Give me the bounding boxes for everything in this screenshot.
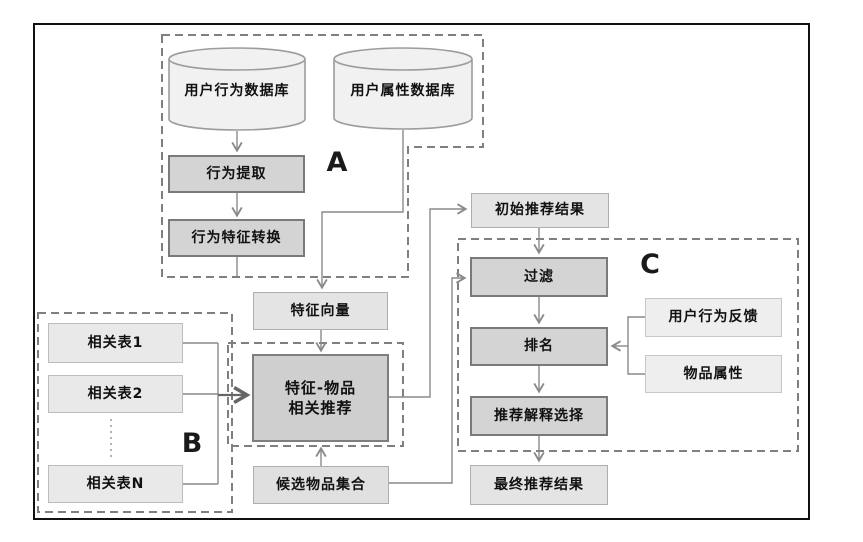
section-label-b: B	[181, 427, 203, 459]
section-a-dashed-outline	[161, 34, 484, 278]
node-related-table-2: 相关表2	[48, 375, 183, 413]
node-user-behavior-db: 用户行为数据库	[184, 83, 290, 99]
node-initial-recommendation-result: 初始推荐结果	[471, 193, 609, 228]
node-related-table-1: 相关表1	[48, 323, 183, 363]
node-related-table-n: 相关表N	[48, 465, 183, 503]
node-user-attribute-db: 用户属性数据库	[350, 83, 456, 99]
node-item-attributes: 物品属性	[645, 355, 782, 393]
section-label-c: C	[640, 248, 660, 280]
section-b-dashed-outline	[37, 312, 233, 513]
section-c-dashed-outline	[457, 238, 799, 452]
connector-lines	[183, 130, 645, 485]
section-label-a: A	[326, 146, 348, 178]
feature-item-line1: 特征-物品	[284, 378, 357, 397]
node-user-behavior-feedback: 用户行为反馈	[645, 298, 782, 337]
database-cylinder-user-behavior	[168, 47, 306, 131]
node-final-recommendation-result: 最终推荐结果	[470, 465, 608, 505]
node-feature-item-recommendation: 特征-物品 相关推荐	[252, 354, 389, 442]
node-filter: 过滤	[470, 257, 608, 297]
node-behavior-extraction: 行为提取	[168, 155, 305, 193]
node-feature-vector: 特征向量	[253, 292, 388, 330]
middle-dashed-outline	[227, 342, 404, 447]
feature-item-line2: 相关推荐	[288, 399, 353, 417]
node-ranking: 排名	[470, 327, 608, 366]
node-explanation-selection: 推荐解释选择	[470, 396, 608, 436]
node-behavior-feature-conversion: 行为特征转换	[168, 219, 305, 257]
database-cylinder-user-attribute	[333, 47, 473, 130]
node-candidate-item-set: 候选物品集合	[253, 466, 389, 504]
